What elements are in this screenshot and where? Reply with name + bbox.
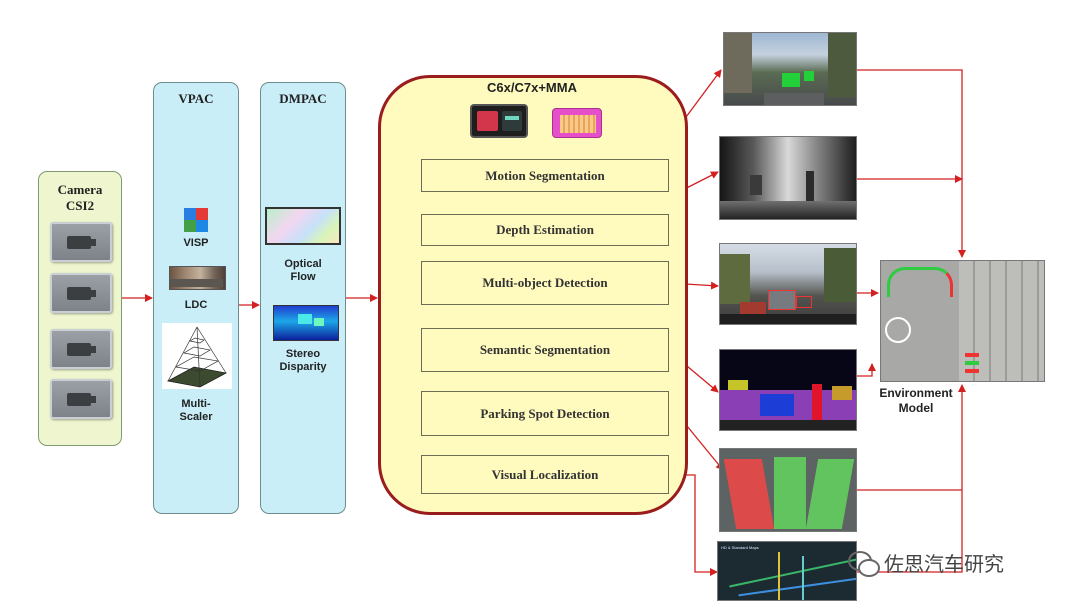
task-depth-estimation: Depth Estimation — [421, 214, 669, 246]
ldc-image — [169, 266, 226, 290]
task-motion-segmentation: Motion Segmentation — [421, 159, 669, 192]
stereo-disparity-image — [273, 305, 339, 341]
multiscaler-pyramid-icon — [162, 323, 232, 389]
motion-segmentation-output-image — [723, 32, 857, 106]
depth-estimation-output-image — [719, 136, 857, 220]
ldc-label: LDC — [184, 299, 208, 311]
vpac-panel: VPAC VISP LDC Multi- Scaler — [153, 82, 239, 514]
multi-object-detection-output-image — [719, 243, 857, 325]
line-localization-to-env — [857, 384, 966, 573]
parking-spot-detection-output-image — [719, 448, 857, 532]
camera-icon — [50, 379, 112, 419]
camera-panel: Camera CSI2 — [38, 171, 122, 446]
stereo-disparity-label: Stereo Disparity — [279, 348, 327, 373]
watermark-text: 佐思汽车研究 — [884, 552, 1004, 576]
dmpac-title: DMPAC — [279, 91, 327, 106]
optical-flow-label: Optical Flow — [284, 258, 322, 283]
vpac-title: VPAC — [178, 91, 214, 106]
environment-model-image — [880, 260, 1045, 382]
task-multi-object-detection: Multi-object Detection — [421, 261, 669, 305]
environment-model-label: Environment Model — [879, 386, 953, 415]
visp-label: VISP — [183, 237, 209, 249]
camera-icon — [50, 329, 112, 369]
optical-flow-image — [265, 207, 341, 245]
multiscaler-label: Multi- Scaler — [179, 398, 213, 423]
task-semantic-segmentation: Semantic Segmentation — [421, 328, 669, 372]
dsp-chip-icon — [470, 104, 528, 138]
processor-title: C6x/C7x+MMA — [487, 80, 577, 95]
watermark: 佐思汽车研究 — [848, 548, 1004, 577]
visual-localization-output-image: HD & Standard Maps — [717, 541, 857, 601]
task-parking-spot-detection: Parking Spot Detection — [421, 391, 669, 436]
line-semantic-to-env — [857, 363, 876, 377]
line-motion-to-env — [857, 69, 966, 258]
dmpac-panel: DMPAC Optical Flow Stereo Disparity — [260, 82, 346, 514]
semantic-segmentation-output-image — [719, 349, 857, 431]
camera-icon — [50, 222, 112, 262]
mma-chip-icon — [552, 108, 602, 138]
wechat-icon — [848, 550, 880, 577]
task-visual-localization: Visual Localization — [421, 455, 669, 494]
hd-map-caption: HD & Standard Maps — [721, 545, 759, 550]
camera-title: Camera CSI2 — [57, 182, 103, 213]
camera-icon — [50, 273, 112, 313]
visp-icon — [184, 208, 208, 232]
